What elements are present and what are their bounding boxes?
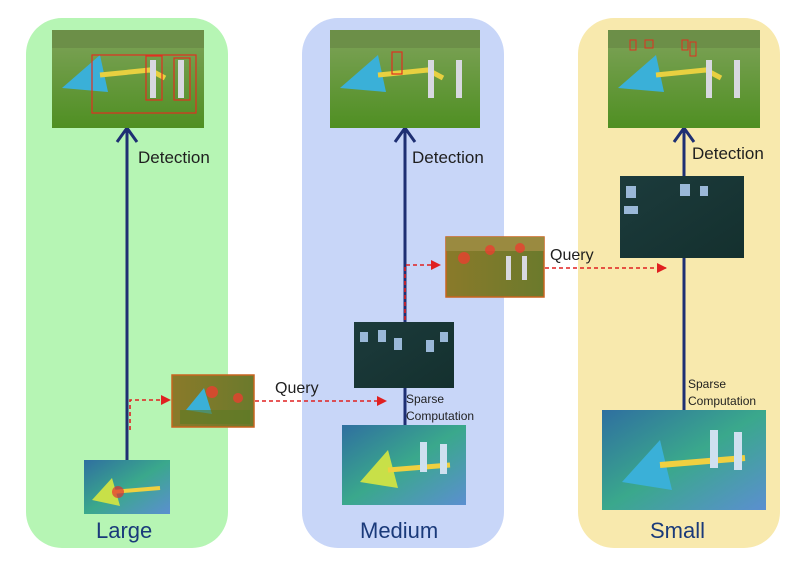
query-label-medium: Query bbox=[550, 247, 594, 264]
input-heatmap-small bbox=[602, 410, 766, 510]
input-heatmap-medium bbox=[342, 425, 466, 505]
scale-label-medium: Medium bbox=[360, 518, 439, 543]
scale-label-small: Small bbox=[650, 518, 706, 543]
sparse-computation-label-medium: Sparse Computation bbox=[406, 392, 475, 423]
detection-label-medium: Detection bbox=[412, 148, 484, 167]
input-heatmap-large bbox=[84, 460, 170, 514]
query-map-medium bbox=[445, 236, 545, 298]
sparse-map-small bbox=[620, 176, 744, 258]
query-map-large bbox=[171, 374, 255, 428]
query-arrow-large-in bbox=[129, 395, 171, 430]
scale-label-large: Large bbox=[96, 518, 153, 543]
detection-image-large bbox=[52, 30, 204, 128]
sparse-map-medium bbox=[354, 322, 454, 388]
detection-label-small: Detection bbox=[692, 144, 764, 163]
detection-image-medium bbox=[330, 30, 480, 128]
detection-label-large: Detection bbox=[138, 148, 210, 167]
sparse-computation-label-small: Sparse Computation bbox=[688, 377, 757, 408]
detection-image-small bbox=[608, 30, 760, 128]
query-label-large: Query bbox=[275, 380, 319, 397]
query-arrow-medium-in bbox=[404, 260, 441, 320]
